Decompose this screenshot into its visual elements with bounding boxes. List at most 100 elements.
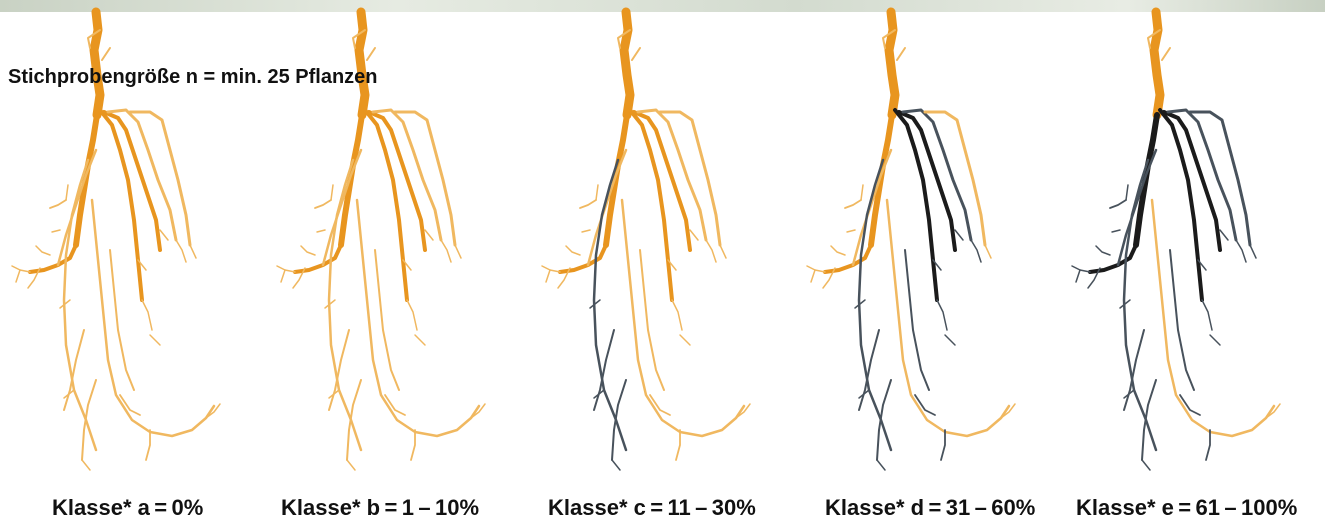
damaged-root-segment — [1206, 430, 1210, 460]
healthy-root-segment — [825, 245, 871, 272]
healthy-root-segment — [100, 110, 142, 300]
healthy-root-segment — [66, 185, 68, 200]
healthy-root-segment — [94, 12, 100, 115]
healthy-root-segment — [441, 240, 451, 262]
healthy-root-segment — [596, 185, 598, 200]
damaged-root-segment — [1170, 250, 1194, 390]
class-label-b: Klasse* b = 1 – 10% — [281, 495, 479, 521]
healthy-root-segment — [395, 112, 455, 245]
healthy-root-segment — [176, 240, 186, 262]
damaged-root-segment — [1142, 460, 1150, 470]
healthy-root-segment — [542, 266, 560, 272]
healthy-root-segment — [887, 200, 1009, 436]
healthy-root-segment — [861, 185, 863, 200]
healthy-root-segment — [82, 380, 96, 460]
healthy-root-segment — [1154, 12, 1160, 115]
healthy-root-segment — [375, 250, 399, 390]
healthy-root-segment — [425, 230, 433, 240]
damaged-root-segment — [1202, 300, 1212, 330]
healthy-root-segment — [660, 112, 720, 245]
healthy-root-segment — [566, 246, 580, 255]
healthy-root-segment — [640, 250, 664, 390]
healthy-root-segment — [359, 12, 365, 115]
damaged-root-segment — [1220, 230, 1228, 240]
healthy-root-segment — [415, 335, 425, 345]
healthy-root-segment — [925, 112, 985, 245]
healthy-root-segment — [357, 200, 479, 436]
healthy-root-segment — [301, 246, 315, 255]
healthy-root-segment — [690, 230, 698, 240]
class-label-a: Klasse* a = 0% — [52, 495, 203, 521]
healthy-root-segment — [36, 246, 50, 255]
root-diagram-e — [1060, 0, 1325, 523]
class-label-c: Klasse* c = 11 – 30% — [548, 495, 756, 521]
healthy-root-segment — [317, 230, 325, 232]
healthy-root-segment — [12, 266, 30, 272]
panel-class-e: Klasse* e = 61 – 100% — [1060, 0, 1325, 523]
healthy-root-segment — [347, 380, 361, 460]
healthy-root-segment — [676, 430, 680, 460]
healthy-root-segment — [624, 12, 630, 115]
sample-size-note: Stichprobengröße n = min. 25 Pflanzen — [8, 66, 378, 89]
damaged-root-segment — [1110, 200, 1126, 208]
healthy-root-segment — [130, 112, 190, 245]
healthy-root-segment — [720, 245, 726, 258]
healthy-root-segment — [580, 200, 596, 208]
damaged-root-segment — [1190, 112, 1250, 245]
healthy-root-segment — [1152, 200, 1274, 436]
healthy-root-segment — [630, 110, 672, 300]
class-label-d: Klasse* d = 31 – 60% — [825, 495, 1035, 521]
healthy-root-segment — [680, 335, 690, 345]
healthy-root-segment — [190, 245, 196, 258]
healthy-root-segment — [845, 200, 861, 208]
damaged-root-segment — [612, 460, 620, 470]
damaged-root-segment — [877, 380, 891, 460]
healthy-root-segment — [807, 266, 825, 272]
healthy-root-segment — [706, 240, 716, 262]
healthy-root-segment — [160, 230, 168, 240]
healthy-root-segment — [546, 270, 550, 282]
healthy-root-segment — [150, 335, 160, 345]
healthy-root-segment — [347, 460, 355, 470]
damaged-root-segment — [1250, 245, 1256, 258]
healthy-root-segment — [30, 245, 76, 272]
healthy-root-segment — [82, 460, 90, 470]
root-diagram-c — [530, 0, 795, 523]
healthy-root-segment — [16, 270, 20, 282]
damaged-root-segment — [1126, 185, 1128, 200]
healthy-root-segment — [897, 48, 905, 60]
healthy-root-segment — [672, 300, 682, 330]
healthy-root-segment — [455, 245, 461, 258]
healthy-root-segment — [889, 12, 895, 115]
healthy-root-segment — [50, 200, 66, 208]
healthy-root-segment — [407, 300, 417, 330]
healthy-root-segment — [411, 430, 415, 460]
damaged-root-segment — [1112, 230, 1120, 232]
healthy-root-segment — [102, 48, 110, 60]
damaged-root-segment — [1096, 246, 1110, 255]
healthy-root-segment — [142, 300, 152, 330]
healthy-root-segment — [365, 110, 407, 300]
healthy-root-segment — [831, 246, 845, 255]
damaged-root-segment — [945, 335, 955, 345]
damaged-root-segment — [1142, 380, 1156, 460]
panel-class-c: Klasse* c = 11 – 30% — [530, 0, 795, 523]
damaged-root-segment — [1072, 266, 1090, 272]
healthy-root-segment — [52, 230, 60, 232]
panel-class-d: Klasse* d = 31 – 60% — [795, 0, 1060, 523]
healthy-root-segment — [331, 185, 333, 200]
healthy-root-segment — [582, 230, 590, 232]
damaged-root-segment — [877, 460, 885, 470]
healthy-root-segment — [560, 245, 606, 272]
healthy-root-segment — [1162, 48, 1170, 60]
healthy-root-segment — [847, 230, 855, 232]
healthy-root-segment — [367, 48, 375, 60]
damaged-root-segment — [1090, 245, 1136, 272]
healthy-root-segment — [315, 200, 331, 208]
class-label-e: Klasse* e = 61 – 100% — [1076, 495, 1297, 521]
healthy-root-segment — [277, 266, 295, 272]
damaged-root-segment — [955, 230, 963, 240]
damaged-root-segment — [1160, 110, 1202, 300]
damaged-root-segment — [905, 250, 929, 390]
healthy-root-segment — [985, 245, 991, 258]
